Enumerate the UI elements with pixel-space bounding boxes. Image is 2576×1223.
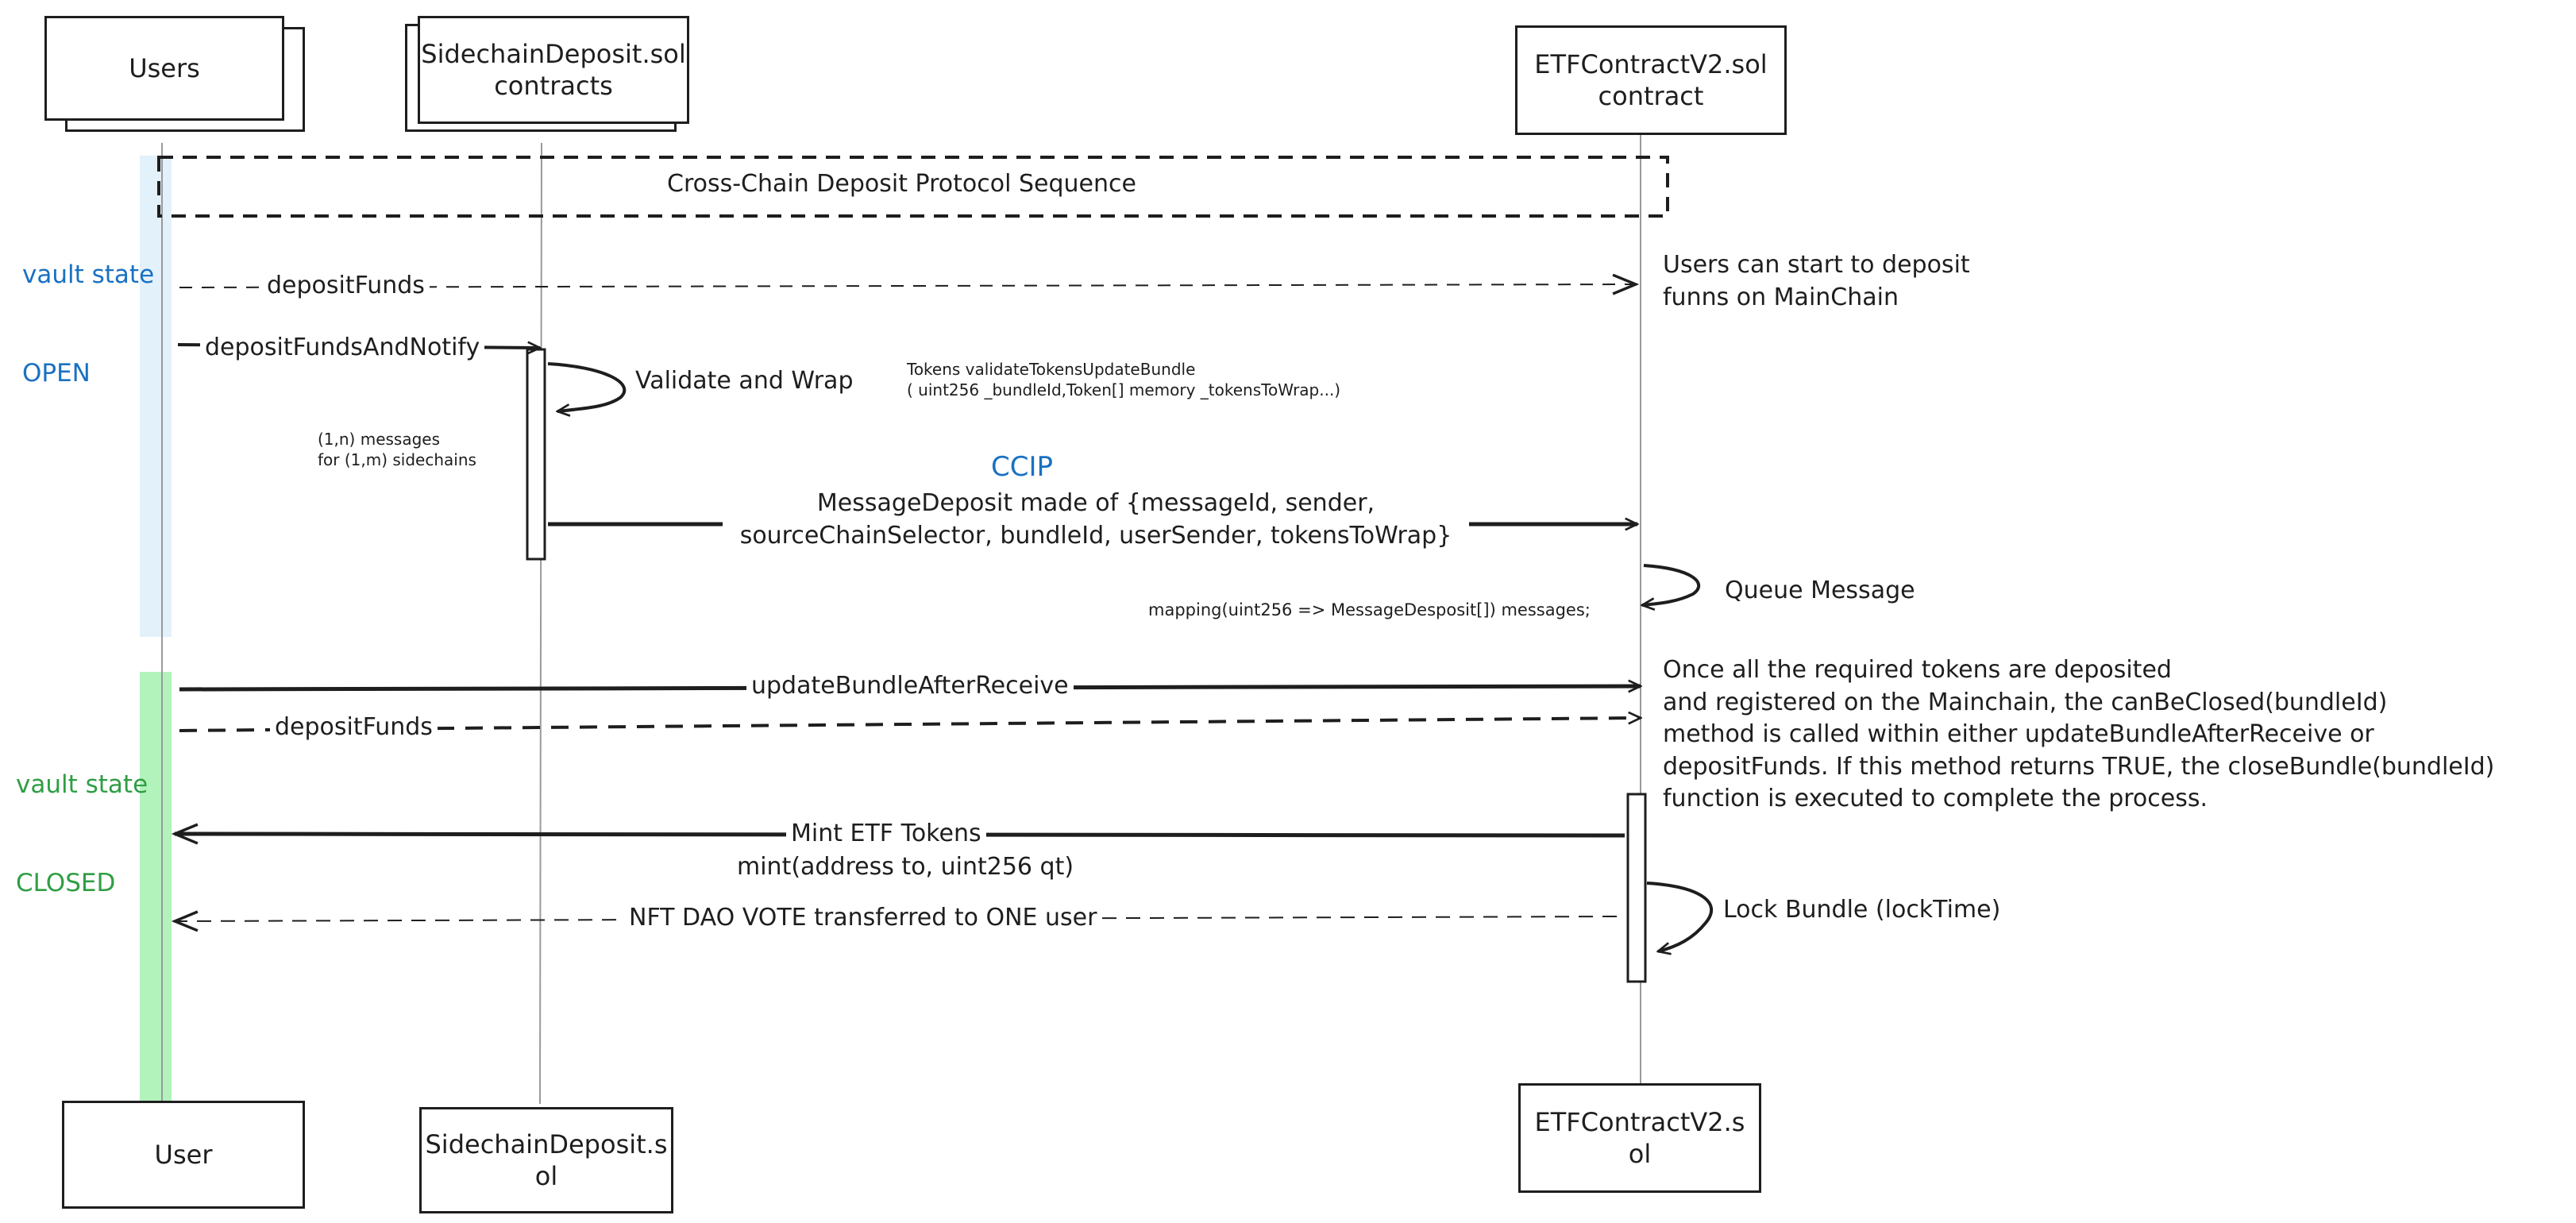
label-update-bundle: updateBundleAfterReceive <box>746 670 1074 703</box>
label-deposit-funds-1: depositFunds <box>262 270 430 303</box>
group-frame <box>157 156 1669 218</box>
note-validate-tokens: Tokens validateTokensUpdateBundle ( uint… <box>907 360 1341 399</box>
arrow-queue-message <box>1642 564 1701 605</box>
label-deposit-funds-2: depositFunds <box>270 712 438 744</box>
participant-users-bottom: User <box>62 1101 305 1209</box>
note-mapping: mapping(uint256 => MessageDesposit[]) me… <box>1148 600 1591 619</box>
participant-sidechain-top: SidechainDeposit.sol contracts <box>418 16 689 124</box>
vault-state-closed-label: vault state <box>16 770 148 799</box>
note-close-bundle: Once all the required tokens are deposit… <box>1663 656 2495 812</box>
participant-etf-top: ETFContractV2.sol contract <box>1515 25 1787 135</box>
participant-users-top: Users <box>44 16 284 121</box>
note-messages-count: (1,n) messages for (1,m) sidechains <box>318 430 476 469</box>
note-users-can-deposit: Users can start to deposit funns on Main… <box>1663 251 1970 311</box>
vault-state-closed-value: CLOSED <box>16 869 116 897</box>
vault-closed-band <box>140 672 172 1104</box>
participant-sidechain-bottom: SidechainDeposit.s ol <box>419 1107 673 1213</box>
vault-state-open-label: vault state <box>22 260 155 289</box>
arrow-validate-and-wrap <box>547 362 627 411</box>
label-queue-message: Queue Message <box>1725 577 1915 604</box>
label-ccip-title: CCIP <box>991 451 1054 483</box>
label-validate-and-wrap: Validate and Wrap <box>635 367 854 395</box>
label-lock-bundle: Lock Bundle (lockTime) <box>1723 896 2001 924</box>
vault-open-band <box>140 156 172 637</box>
label-nft-vote: NFT DAO VOTE transferred to ONE user <box>624 902 1102 935</box>
label-mint-etf: Mint ETF Tokens <box>786 818 986 851</box>
label-message-deposit: MessageDeposit made of {messageId, sende… <box>723 488 1469 552</box>
etf-activation-bar <box>1626 793 1647 983</box>
lifeline-sidechain <box>539 142 542 1105</box>
vault-state-open-value: OPEN <box>22 359 91 388</box>
group-title: Cross-Chain Deposit Protocol Sequence <box>667 170 1136 198</box>
label-deposit-funds-and-notify: depositFundsAndNotify <box>200 332 485 365</box>
label-mint-signature: mint(address to, uint256 qt) <box>737 853 1074 881</box>
arrow-lock-bundle <box>1646 882 1713 951</box>
sidechain-activation-bar <box>526 348 546 561</box>
participant-etf-bottom: ETFContractV2.s ol <box>1518 1083 1761 1193</box>
